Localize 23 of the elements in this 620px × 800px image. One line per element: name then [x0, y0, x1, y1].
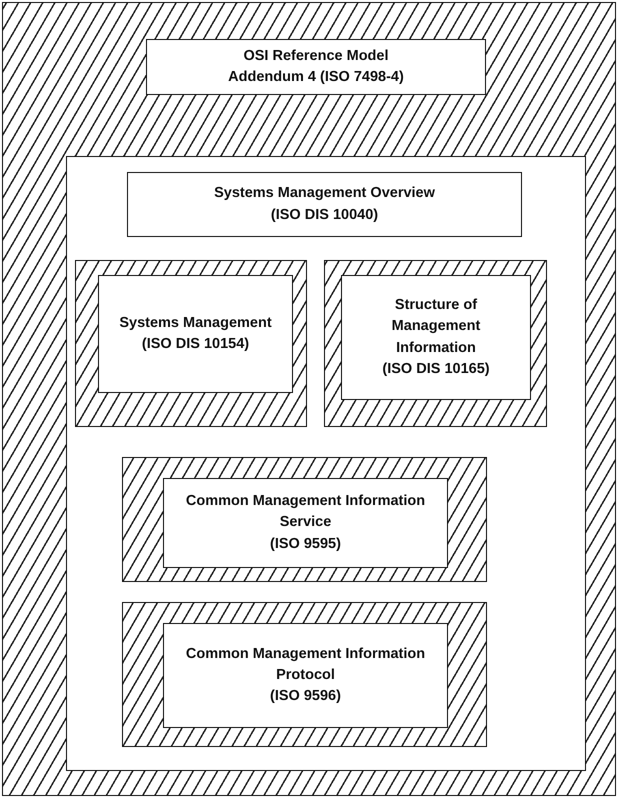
standard-number: (ISO DIS 10165) — [381, 360, 491, 379]
standard-number: Addendum 4 (ISO 7498-4) — [227, 68, 405, 87]
standard-number: (ISO DIS 10040) — [270, 206, 380, 224]
box-title: Systems Management Overview — [213, 184, 436, 204]
process-box — [163, 478, 448, 568]
box-title: Systems Management — [118, 314, 273, 333]
box-title: Common Management Information Service — [184, 492, 426, 532]
hatched-frame — [122, 602, 487, 747]
process-box — [341, 275, 531, 400]
box-title: OSI Reference Model — [242, 46, 390, 66]
box-title: Common Management Information Protocol — [184, 644, 426, 685]
inner-panel — [66, 156, 586, 771]
process-box — [98, 275, 293, 393]
title-box — [146, 39, 486, 95]
hatched-frame — [324, 260, 547, 427]
box-title: Structure of Management Information — [390, 296, 482, 358]
hatched-frame — [122, 457, 487, 582]
standard-number: (ISO 9596) — [269, 687, 342, 706]
standard-number: (ISO DIS 10154) — [140, 335, 250, 354]
process-box — [163, 623, 448, 728]
process-box — [127, 172, 522, 237]
standard-number: (ISO 9595) — [269, 534, 342, 554]
hatched-frame — [75, 260, 307, 427]
